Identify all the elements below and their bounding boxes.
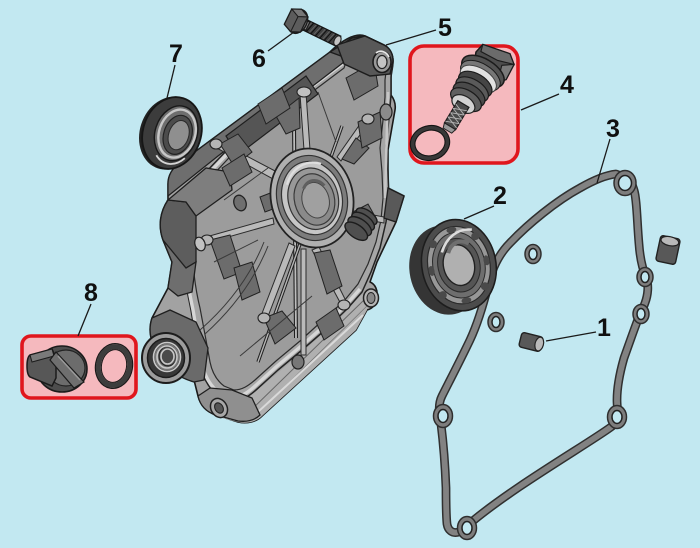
svg-text:2: 2 — [493, 182, 507, 210]
svg-text:5: 5 — [438, 14, 452, 42]
svg-text:1: 1 — [597, 314, 611, 342]
svg-text:7: 7 — [169, 40, 183, 68]
svg-text:3: 3 — [606, 115, 620, 143]
svg-text:8: 8 — [84, 279, 98, 307]
svg-text:4: 4 — [560, 71, 574, 99]
svg-text:6: 6 — [252, 45, 266, 73]
